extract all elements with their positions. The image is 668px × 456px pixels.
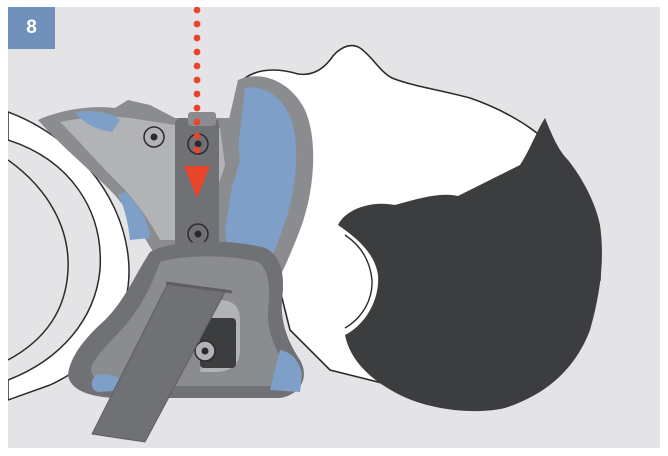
step-number-badge: 8 (8, 7, 55, 49)
rivet (188, 224, 208, 244)
rivet (144, 127, 164, 147)
dotted-down-arrow-icon (184, 7, 210, 198)
cervical-collar-illustration (8, 7, 660, 448)
illustration-frame (8, 7, 660, 448)
